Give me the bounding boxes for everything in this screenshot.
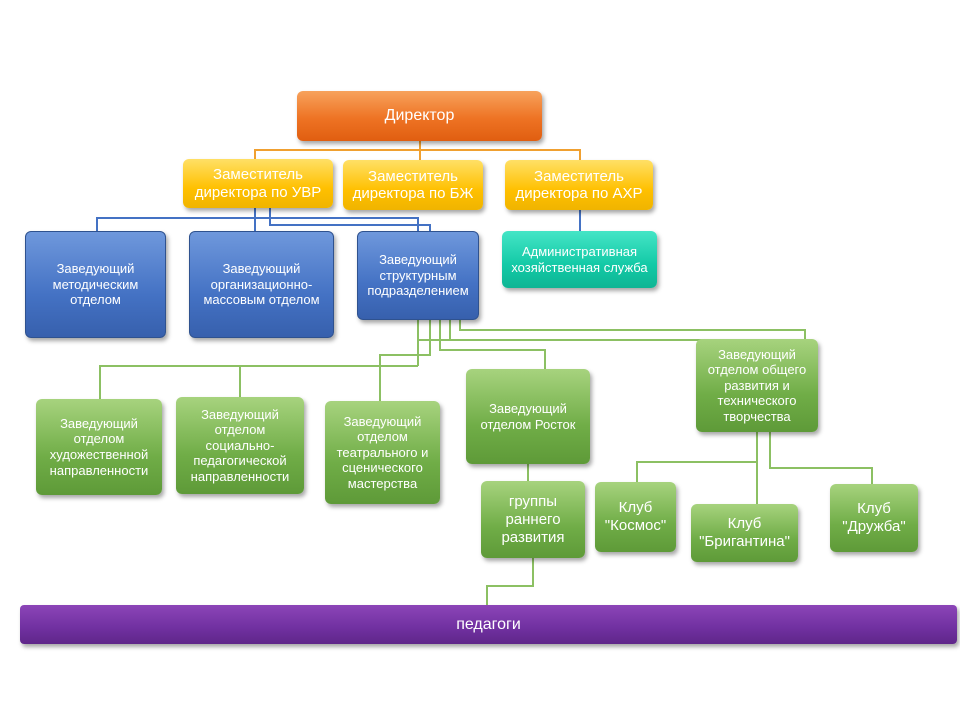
connector-uvr-heads [96,208,431,232]
dept-tech-box: Заведующий отделом общего развития и тех… [696,339,818,432]
dept-rostok-label: Заведующий отделом Росток [480,400,576,432]
director-box: Директор [297,91,542,141]
deputy-uvr-box: Заместитель директора по УВР [183,159,333,208]
deputy-bzh-box: Заместитель директора по БЖ [343,160,483,210]
head-org-mass-box: Заведующий организационно-массовым отдел… [189,231,334,338]
club-brigantina-label: Клуб "Бригантина" [699,515,790,550]
club-kosmos-box: Клуб "Космос" [595,482,676,552]
groups-early-box: группы раннего развития [481,481,585,558]
dept-art-box: Заведующий отделом художественной направ… [36,399,162,495]
club-kosmos-label: Клуб "Космос" [604,499,667,534]
club-brigantina-box: Клуб "Бригантина" [691,504,798,562]
head-struct-label: Заведующий структурным подразделением [367,252,469,299]
club-druzhba-label: Клуб "Дружба" [842,500,906,535]
admin-service-label: Административная хозяйственная служба [511,243,648,275]
dept-social-label: Заведующий отделом социально-педагогичес… [190,406,290,484]
dept-theatre-box: Заведующий отделом театрального и сценич… [325,401,440,504]
connector-tech-clubs [636,432,873,505]
admin-service-box: Административная хозяйственная служба [502,231,657,288]
head-method-label: Заведующий методическим отделом [52,261,139,308]
deputy-ahr-label: Заместитель директора по АХР [515,167,643,202]
head-method-box: Заведующий методическим отделом [25,231,166,338]
head-struct-box: Заведующий структурным подразделением [357,231,479,320]
deputy-uvr-label: Заместитель директора по УВР [194,166,322,201]
dept-art-label: Заведующий отделом художественной направ… [49,415,149,478]
dept-theatre-label: Заведующий отделом театрального и сценич… [336,413,429,491]
connector-groups-teachers [486,558,534,606]
dept-rostok-box: Заведующий отделом Росток [466,369,590,464]
teachers-box: педагоги [20,605,957,644]
deputy-bzh-label: Заместитель директора по БЖ [352,167,474,202]
connector-struct-departments [99,320,806,402]
dept-tech-label: Заведующий отделом общего развития и тех… [707,346,807,424]
teachers-label: педагоги [456,615,521,633]
dept-social-box: Заведующий отделом социально-педагогичес… [176,397,304,494]
director-label: Директор [384,107,455,125]
club-druzhba-box: Клуб "Дружба" [830,484,918,552]
connector-director-deputies [254,140,581,160]
deputy-ahr-box: Заместитель директора по АХР [505,160,653,210]
head-org-mass-label: Заведующий организационно-массовым отдел… [203,261,320,308]
groups-early-label: группы раннего развития [501,492,565,546]
